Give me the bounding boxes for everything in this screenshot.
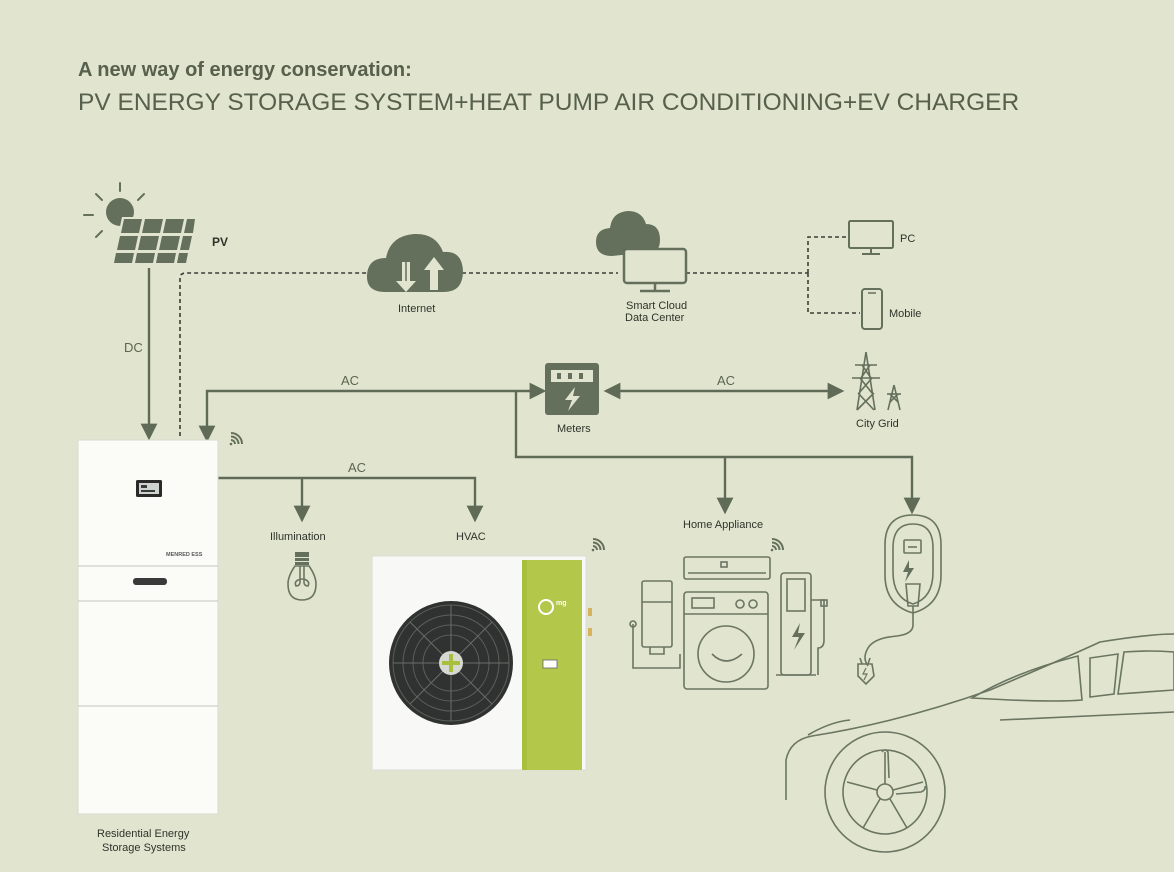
- storage-display-screen: [136, 480, 162, 497]
- cloud-label-line2: Data Center: [625, 312, 685, 324]
- wifi-icon: [229, 432, 243, 446]
- home-appliances-icon: [629, 556, 828, 690]
- pc-link-dashed: [807, 236, 846, 273]
- ac-meter-line: [198, 382, 547, 443]
- ac-loads-label: AC: [348, 460, 366, 475]
- pc-label: PC: [900, 233, 915, 245]
- page-title: PV ENERGY STORAGE SYSTEM+HEAT PUMP AIR C…: [78, 89, 1019, 116]
- page-subtitle: A new way of energy conservation:: [78, 59, 412, 81]
- heat-pump-unit: mg: [371, 555, 592, 771]
- storage-label-line1: Residential Energy: [97, 828, 190, 840]
- car-outline-icon: [785, 633, 1174, 853]
- mobile-icon: [861, 288, 883, 330]
- mobile-label: Mobile: [889, 308, 921, 320]
- hvac-label: HVAC: [456, 531, 486, 543]
- heat-pump-display: [542, 659, 558, 669]
- storage-brand-label: MENRED ESS: [166, 552, 203, 558]
- connections: [140, 236, 921, 523]
- ac-loads-line: [218, 476, 484, 523]
- wifi-icon: [591, 538, 605, 552]
- meters-label: Meters: [557, 423, 591, 435]
- pv-label: PV: [212, 235, 228, 249]
- pc-icon: [848, 220, 894, 255]
- branch-line: [514, 391, 921, 515]
- wifi-icon: [770, 538, 784, 552]
- light-bulb-icon: [287, 552, 317, 601]
- internet-link-dashed: [179, 272, 370, 436]
- dc-label: DC: [124, 340, 143, 355]
- home-appliance-label: Home Appliance: [683, 519, 763, 531]
- storage-label-line2: Storage Systems: [102, 842, 186, 854]
- cloud-data-center-icon: [596, 211, 688, 293]
- energy-storage-unit: MENRED ESS: [77, 439, 219, 815]
- storage-indicator-bar: [133, 578, 167, 585]
- power-tower-icon: [852, 351, 901, 411]
- meter-icon: [545, 363, 599, 415]
- solar-panel-icon: [83, 182, 196, 264]
- internet-label: Internet: [398, 303, 435, 315]
- ac-grid-label: AC: [717, 373, 735, 388]
- mobile-link-dashed: [807, 273, 860, 314]
- ac-meter-label: AC: [341, 373, 359, 388]
- internet-cloud-icon: [366, 233, 463, 292]
- fan-grille-icon: [389, 601, 513, 725]
- svg-text:mg: mg: [556, 600, 567, 607]
- brand-logo: mg: [538, 599, 567, 615]
- illumination-label: Illumination: [270, 531, 326, 543]
- plug-icon: [857, 657, 875, 686]
- city-grid-label: City Grid: [856, 418, 899, 430]
- cloud-label-line1: Smart Cloud: [626, 300, 687, 312]
- ev-charger-icon: [857, 514, 942, 686]
